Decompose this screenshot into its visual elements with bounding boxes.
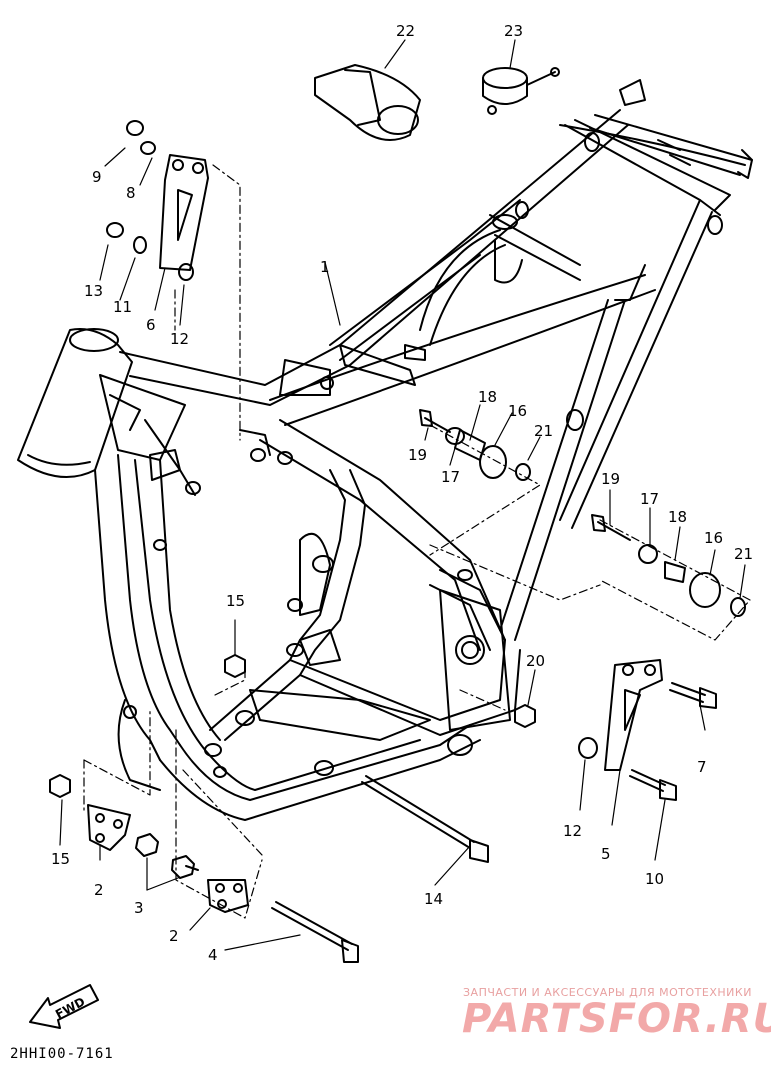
callout-22: 22	[396, 22, 415, 40]
callout-13: 13	[84, 282, 103, 300]
leader-lines	[59, 39, 746, 951]
callout-18a: 18	[478, 388, 497, 406]
callout-15b: 15	[51, 850, 70, 868]
callout-numbers: 22 23 9 8 13 11 6 12 1 18 16 19 21 17 19…	[51, 22, 753, 1022]
callout-21b: 21	[734, 545, 753, 563]
frame-cover-22	[314, 64, 421, 141]
callout-6: 6	[146, 316, 156, 334]
callout-17b: 17	[640, 490, 659, 508]
callout-2a: 2	[94, 881, 104, 899]
engine-bracket-upper-left	[106, 120, 209, 281]
callout-3: 3	[134, 899, 144, 917]
callout-14: 14	[424, 890, 443, 908]
callout-7: 7	[697, 758, 707, 776]
callout-19b: 19	[601, 470, 620, 488]
assembly-dash-lines	[83, 164, 751, 919]
fwd-label: FWD	[53, 994, 87, 1021]
callout-15a: 15	[226, 592, 245, 610]
callout-21a: 21	[534, 422, 553, 440]
callout-10: 10	[645, 870, 664, 888]
cap-23	[482, 67, 560, 115]
front-mount-plates	[87, 804, 249, 913]
callout-9: 9	[92, 168, 102, 186]
callout-4: 4	[208, 946, 218, 964]
callout-17a: 17	[441, 468, 460, 486]
callout-18b: 18	[668, 508, 687, 526]
callout-2b: 2	[169, 927, 179, 945]
callout-16b: 16	[704, 529, 723, 547]
callout-5: 5	[601, 845, 611, 863]
watermark-tagline: ЗАПЧАСТИ И АКСЕССУАРЫ ДЛЯ МОТОТЕХНИКИ	[463, 986, 752, 999]
callout-23: 23	[504, 22, 523, 40]
callout-20: 20	[526, 652, 545, 670]
callout-12b: 12	[563, 822, 582, 840]
callout-16a: 16	[508, 402, 527, 420]
watermark-brand-logo: PARTSFOR.RU	[462, 996, 771, 1042]
callout-11: 11	[113, 298, 132, 316]
main-frame	[17, 79, 753, 821]
fasteners	[49, 409, 746, 963]
callout-1: 1	[320, 258, 330, 276]
callout-8: 8	[126, 184, 136, 202]
callout-12: 12	[170, 330, 189, 348]
fwd-arrow-icon	[29, 984, 99, 1029]
diagram-code: 2HHI00-7161	[10, 1046, 114, 1062]
engine-bracket-right	[578, 659, 663, 771]
callout-19a: 19	[408, 446, 427, 464]
